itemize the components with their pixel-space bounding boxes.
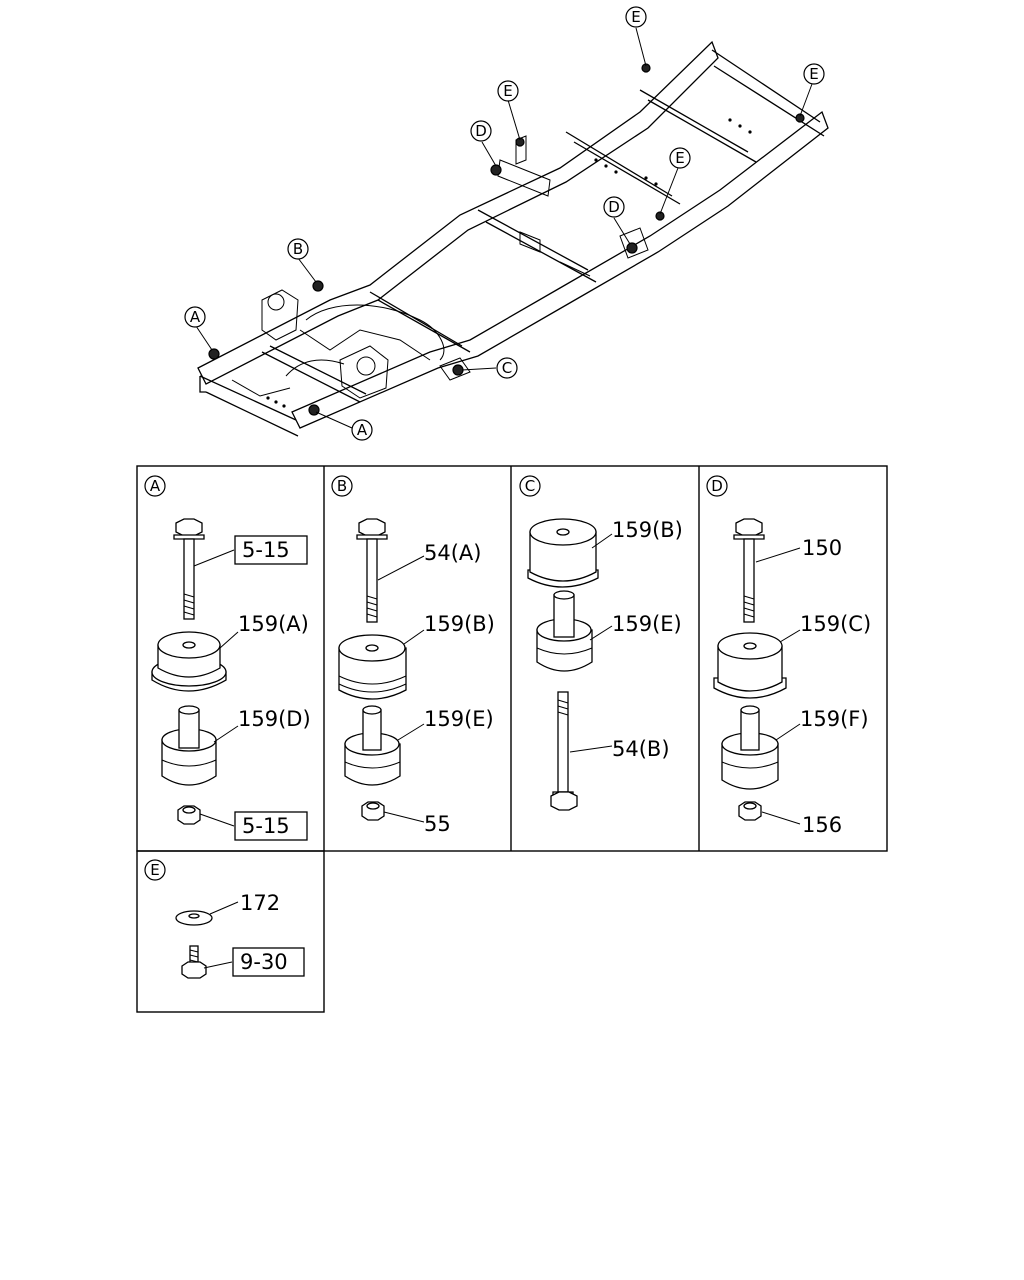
lower-cushion-icon: [536, 590, 593, 672]
panel-d: D 150 159(C) 159(F) 156: [706, 475, 871, 837]
part-label: 54(B): [612, 737, 670, 761]
callout-e-mid-right: E: [669, 147, 691, 169]
callout-e-rear-right: E: [803, 63, 825, 85]
panel-c: C 159(B) 159(E) 54(B): [519, 475, 683, 811]
lower-cushion-icon: [344, 705, 401, 786]
washer-icon: [175, 910, 213, 926]
callout-leaders: [195, 27, 813, 429]
part-label: 159(D): [238, 707, 311, 731]
svg-text:C: C: [525, 477, 535, 495]
body-mount-cushion-icon: [713, 632, 787, 699]
part-label: 159(A): [238, 612, 309, 636]
torque-box: [234, 535, 308, 565]
body-mount-cushion-icon: [151, 631, 227, 692]
lower-cushion-icon: [721, 705, 779, 790]
svg-text:B: B: [293, 240, 303, 258]
panel-b-header: B: [331, 475, 353, 497]
panel-a: A: [144, 475, 311, 841]
svg-text:E: E: [809, 65, 818, 83]
torque-label: 9-30: [240, 950, 288, 974]
svg-text:E: E: [503, 82, 512, 100]
svg-text:A: A: [190, 308, 201, 326]
part-label: 159(E): [612, 612, 682, 636]
svg-text:E: E: [675, 149, 684, 167]
part-label: 159(C): [800, 612, 871, 636]
part-label: 156: [802, 813, 842, 837]
callout-a-front-right: A: [351, 419, 373, 441]
svg-text:D: D: [608, 198, 620, 216]
part-label: 55: [424, 812, 451, 836]
callout-c: C: [496, 357, 518, 379]
svg-text:A: A: [357, 421, 368, 439]
callout-e-rear-left: E: [625, 6, 647, 28]
panel-e-header: E: [144, 859, 166, 881]
callout-d-right: D: [603, 196, 625, 218]
svg-text:E: E: [150, 861, 159, 879]
callout-a-front-left: A: [184, 306, 206, 328]
torque-box: [234, 811, 308, 841]
panel-c-header: C: [519, 475, 541, 497]
callout-d-left: D: [470, 120, 492, 142]
lower-cushion-icon: [161, 705, 217, 786]
callout-e-mid-left: E: [497, 80, 519, 102]
nut-icon: [738, 801, 762, 821]
panel-grid: [136, 465, 888, 1013]
part-label: 159(B): [612, 518, 683, 542]
bolt-icon: [173, 518, 205, 620]
callout-b: B: [287, 238, 309, 260]
part-label: 54(A): [424, 541, 481, 565]
svg-text:C: C: [502, 359, 512, 377]
bolt-icon: [356, 518, 388, 623]
panel-e: E 172 9-30: [144, 859, 305, 979]
torque-box: [232, 947, 305, 977]
part-label: 159(F): [800, 707, 869, 731]
body-mount-cushion-icon: [527, 518, 599, 588]
part-label: 150: [802, 536, 842, 560]
svg-text:B: B: [337, 477, 347, 495]
part-label: 172: [240, 891, 280, 915]
nut-icon: [177, 805, 201, 825]
chassis-frame-illustration: [197, 40, 829, 437]
svg-text:D: D: [475, 122, 487, 140]
nut-icon: [361, 801, 385, 821]
svg-text:D: D: [711, 477, 723, 495]
part-label: 159(E): [424, 707, 494, 731]
svg-text:A: A: [150, 477, 161, 495]
callout-markers: E E E E D D B A: [184, 6, 825, 441]
panel-d-header: D: [706, 475, 728, 497]
panel-b: B 54(A) 159(B) 159(E) 55: [331, 475, 495, 836]
bolt-icon: [733, 518, 765, 623]
torque-label: 5-15: [242, 814, 290, 838]
bolt-icon: [550, 691, 578, 811]
body-mount-cushion-icon: [338, 634, 407, 700]
svg-text:E: E: [631, 8, 640, 26]
torque-label: 5-15: [242, 538, 290, 562]
panel-a-header: A: [144, 475, 166, 497]
screw-icon: [181, 945, 207, 979]
part-label: 159(B): [424, 612, 495, 636]
